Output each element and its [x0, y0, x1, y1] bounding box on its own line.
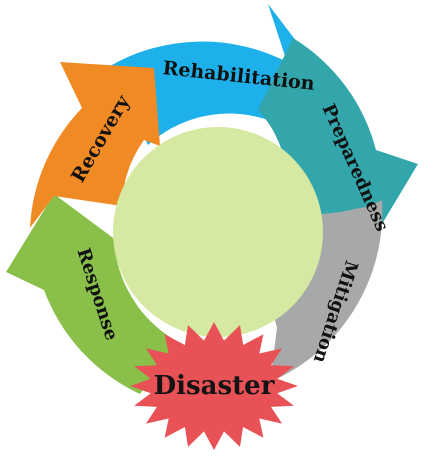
segment-recovery [30, 62, 160, 228]
disaster-starburst [130, 322, 298, 450]
segment-response [6, 194, 178, 394]
center-hub [113, 127, 323, 337]
disaster-label: Disaster [154, 371, 275, 401]
